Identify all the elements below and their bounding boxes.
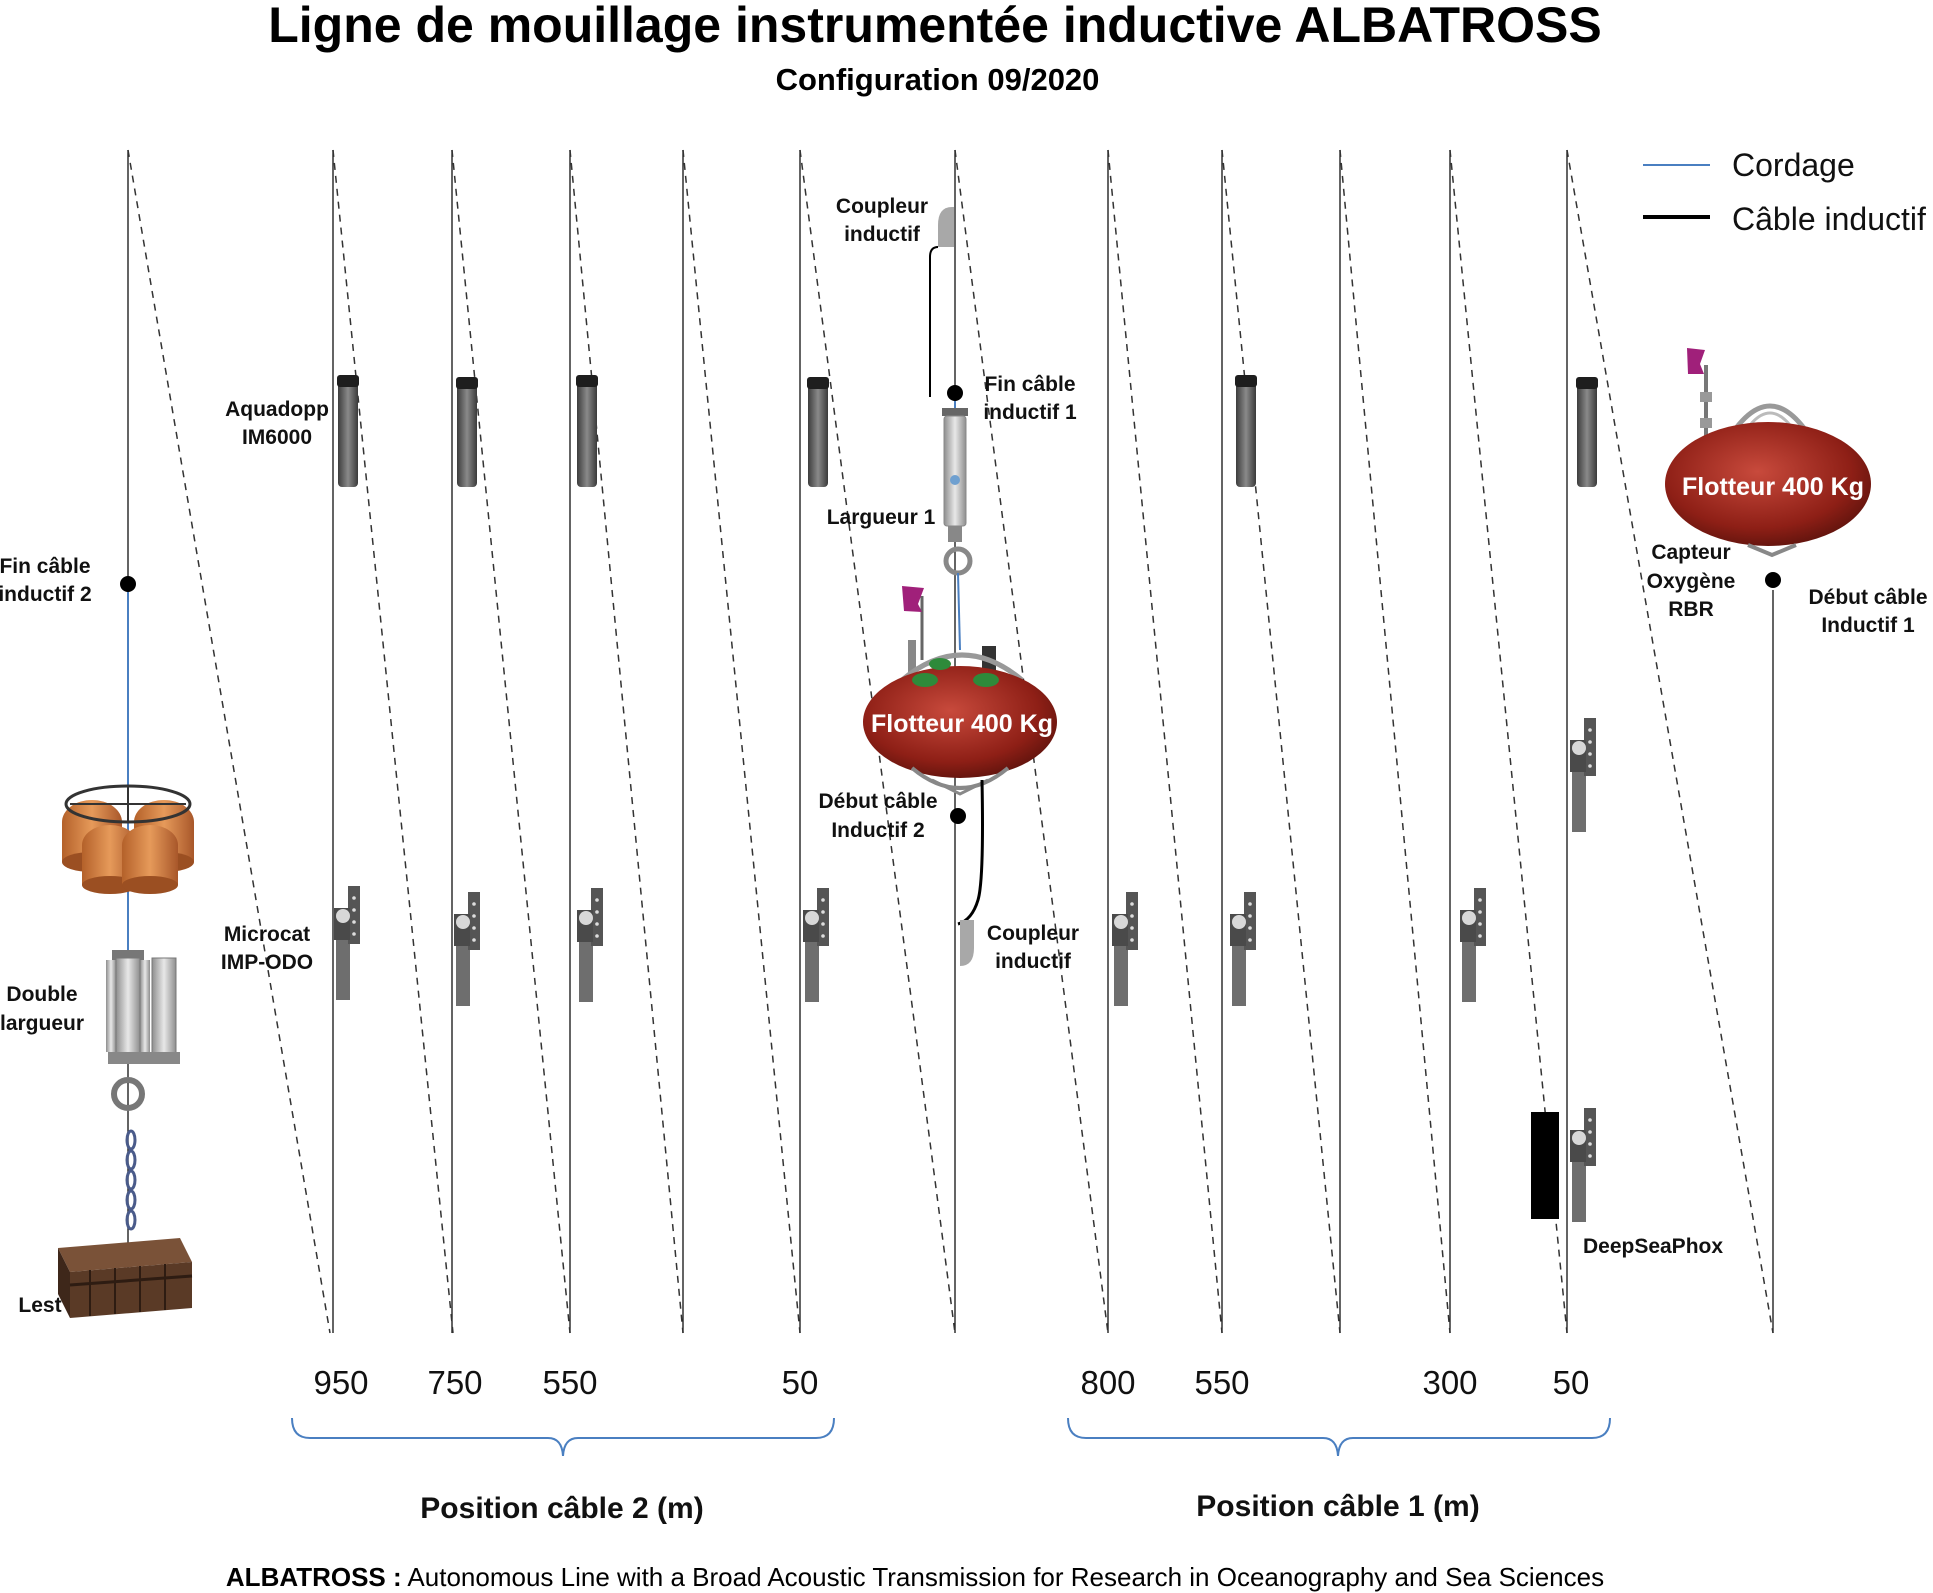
footer-expansion: Autonomous Line with a Broad Acoustic Tr…: [401, 1562, 1605, 1592]
page-subtitle: Configuration 09/2020: [775, 62, 1100, 97]
position-label: 50: [1553, 1364, 1590, 1401]
label-debut-cable-1-line2: Inductif 1: [1821, 614, 1915, 637]
label-microcat-line2: IMP-ODO: [221, 951, 313, 974]
label-deepseaphox: DeepSeaPhox: [1583, 1235, 1723, 1258]
instrument-labels: Fin câble inductif 2 Aquadopp IM6000 Mic…: [0, 195, 1928, 1317]
position-label: 50: [782, 1364, 819, 1401]
coupler-top-icon: [938, 207, 954, 247]
aquadopp-instruments: [337, 375, 1598, 487]
label-coupleur-bottom: Coupleur: [987, 922, 1079, 945]
label-capteur-oxygene: Capteur: [1651, 541, 1730, 564]
position-label: 300: [1422, 1364, 1477, 1401]
microcat-icon: [1460, 888, 1486, 1002]
label-debut-cable-2-line2: Inductif 2: [831, 819, 924, 842]
flag-icon: [902, 586, 924, 612]
left-assembly: [58, 576, 194, 1318]
microcat-icon: [454, 892, 480, 1006]
label-fin-cable-2-line2: inductif 2: [0, 583, 92, 606]
label-coupleur-bottom-line2: inductif: [995, 950, 1072, 973]
float-right-label: Flotteur 400 Kg: [1682, 473, 1864, 501]
legend-cable-label: Câble inductif: [1732, 201, 1926, 237]
label-largueur-1: Largueur 1: [827, 506, 936, 529]
aquadopp-icon: [576, 375, 598, 487]
right-assembly: Flotteur 400 Kg: [1665, 348, 1871, 588]
label-fin-cable-1: Fin câble: [984, 373, 1075, 396]
axis-title-cable-2: Position câble 2 (m): [420, 1492, 703, 1525]
footer-acronym: ALBATROSS :: [225, 1562, 402, 1592]
label-coupleur-top: Coupleur: [836, 195, 928, 218]
microcat-instruments: [334, 718, 1596, 1222]
ballast-icon: [58, 1238, 193, 1318]
fin-cable-2-marker: [120, 576, 136, 592]
position-label: 950: [313, 1364, 368, 1401]
float-right-icon: [1665, 422, 1871, 546]
label-aquadopp-line2: IM6000: [242, 426, 312, 449]
label-capteur-oxygene-line3: RBR: [1668, 598, 1714, 621]
label-debut-cable-1: Début câble: [1808, 586, 1927, 609]
label-microcat: Microcat: [224, 923, 310, 946]
label-coupleur-top-line2: inductif: [844, 223, 921, 246]
microcat-icon: [1570, 1108, 1596, 1222]
position-label: 800: [1080, 1364, 1135, 1401]
position-label: 750: [427, 1364, 482, 1401]
aquadopp-icon: [807, 377, 829, 487]
coupler-bottom-icon: [960, 920, 974, 966]
axis-title-cable-1: Position câble 1 (m): [1196, 1490, 1479, 1523]
float-mid-label: Flotteur 400 Kg: [871, 710, 1053, 738]
page-title: Ligne de mouillage instrumentée inductiv…: [268, 0, 1602, 53]
brace-cable-1: [1067, 1417, 1611, 1457]
aquadopp-icon: [456, 377, 478, 487]
microcat-icon: [1112, 892, 1138, 1006]
deepseaphox-icon: [1531, 1112, 1559, 1219]
label-double-largueur: Double: [6, 983, 77, 1006]
center-assembly: Flotteur 400 Kg: [863, 207, 1057, 966]
debut-cable-1-marker: [1765, 572, 1781, 588]
position-label: 550: [542, 1364, 597, 1401]
microcat-icon: [803, 888, 829, 1002]
aquadopp-icon: [1576, 377, 1598, 487]
debut-cable-2-marker: [950, 808, 966, 824]
flag-icon: [1687, 348, 1705, 374]
release-1-icon: [942, 408, 973, 576]
legend-rope-label: Cordage: [1732, 147, 1855, 183]
positions-cable-1: 800 550 300 50: [1080, 1364, 1589, 1401]
label-debut-cable-2: Début câble: [818, 790, 937, 813]
label-capteur-oxygene-line2: Oxygène: [1647, 570, 1736, 593]
positions-cable-2: 950 750 550 50: [313, 1364, 818, 1401]
floats-icon: [62, 784, 194, 894]
legend: Cordage Câble inductif: [1643, 147, 1926, 237]
label-fin-cable-2: Fin câble: [0, 555, 91, 578]
aquadopp-icon: [337, 375, 359, 487]
microcat-icon: [577, 888, 603, 1002]
position-label: 550: [1194, 1364, 1249, 1401]
microcat-icon: [1230, 892, 1256, 1006]
fin-cable-1-marker: [947, 385, 963, 401]
footer-note: ALBATROSS : Autonomous Line with a Broad…: [0, 1562, 1830, 1593]
float-mid-icon: [863, 666, 1057, 778]
brace-cable-2: [291, 1417, 835, 1457]
double-release-icon: [106, 950, 180, 1111]
label-fin-cable-1-line2: inductif 1: [983, 401, 1077, 424]
aquadopp-icon: [1235, 375, 1257, 487]
label-lest: Lest: [18, 1294, 61, 1317]
microcat-icon: [1570, 718, 1596, 832]
label-aquadopp: Aquadopp: [225, 398, 329, 421]
chain-icon: [125, 1129, 137, 1231]
microcat-icon: [334, 886, 360, 1000]
label-double-largueur-line2: largueur: [0, 1012, 84, 1035]
